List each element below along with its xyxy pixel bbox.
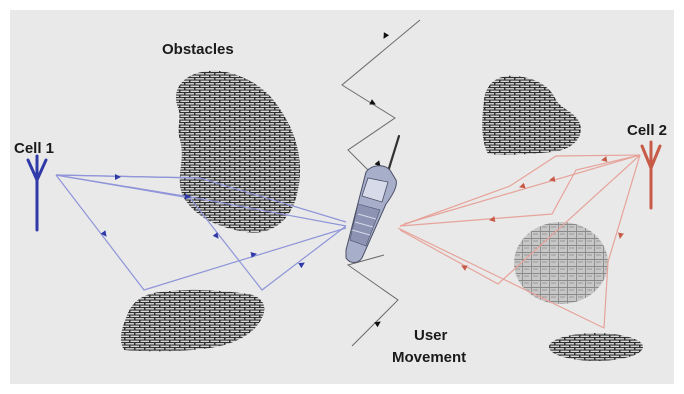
obstacle-large-top xyxy=(175,70,301,233)
obstacles-label: Obstacles xyxy=(162,41,234,58)
cell1-label: Cell 1 xyxy=(14,140,54,157)
obstacle-top-right xyxy=(482,75,581,155)
cell2-label: Cell 2 xyxy=(627,122,667,139)
mobile-phone-icon xyxy=(345,134,401,263)
obstacle-bottom-left xyxy=(120,289,265,352)
obstacle-bottom-right xyxy=(549,333,643,361)
cell1-signal-paths xyxy=(55,174,347,291)
cell2-antenna-icon xyxy=(640,140,662,210)
background-panel xyxy=(10,10,674,384)
user-movement-label-line1: User xyxy=(414,327,448,344)
obstacle-circle-light xyxy=(514,222,608,304)
obstacles-group xyxy=(120,70,643,361)
cell1-antenna-icon xyxy=(26,154,48,232)
cell2-signal-paths xyxy=(397,154,641,329)
user-movement-path xyxy=(341,19,421,347)
user-movement-label-line2: Movement xyxy=(392,349,466,366)
